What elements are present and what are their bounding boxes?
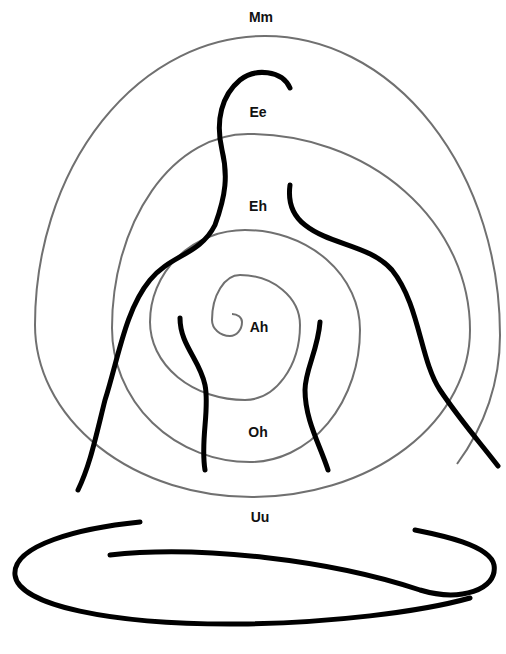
head-left-arm-line <box>78 72 290 490</box>
upper-leg-line <box>110 530 494 595</box>
lower-leg-line <box>15 522 470 624</box>
left-waist-line <box>180 318 206 470</box>
right-waist-line <box>305 322 328 470</box>
vowel-label: Ah <box>248 319 271 336</box>
sound-spiral <box>35 36 500 497</box>
vowel-label: Eh <box>247 198 269 215</box>
figure-outline <box>15 72 498 624</box>
vowel-label: Oh <box>246 424 269 441</box>
vowel-label: Mm <box>247 9 275 26</box>
vowel-label: Uu <box>249 509 272 526</box>
vowel-label: Ee <box>247 104 268 121</box>
